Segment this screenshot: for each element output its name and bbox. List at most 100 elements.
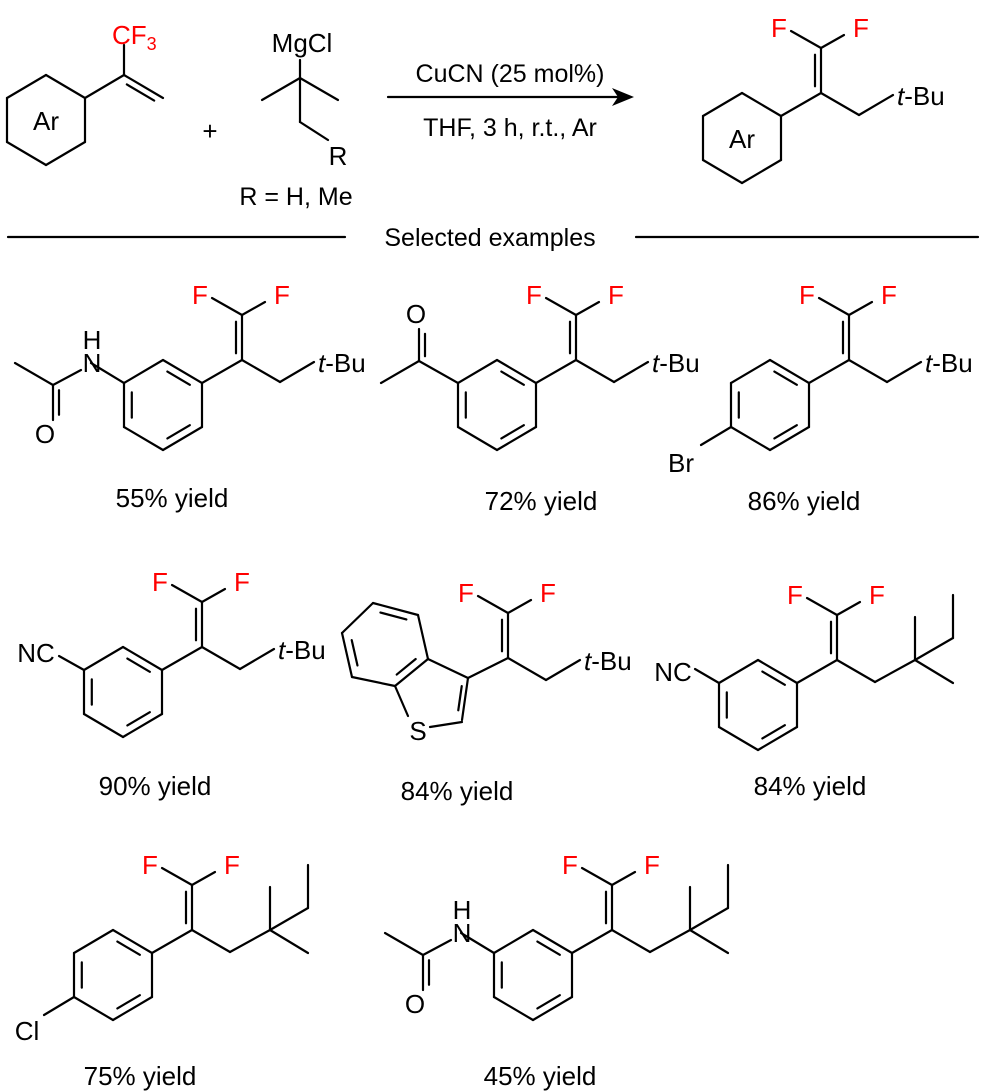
- yield-label: 45% yield: [484, 1061, 597, 1091]
- bond: [238, 647, 276, 671]
- arrow-head-icon: [612, 88, 634, 106]
- r-group-label: R: [329, 141, 348, 171]
- fluorine-label: F: [152, 567, 168, 597]
- ring-bond: [768, 425, 811, 452]
- fluorine-label: F: [458, 578, 474, 608]
- ring-bond: [495, 425, 538, 452]
- fluorine-label: F: [644, 850, 660, 880]
- ring-bond: [111, 995, 154, 1022]
- conditions-solvent: THF, 3 h, r.t., Ar: [423, 114, 597, 142]
- aromatic-inner-bond: [116, 994, 141, 1010]
- c-br-bond: [699, 425, 733, 447]
- aryl-alkene-bond: [150, 928, 194, 955]
- fluorine-label: F: [608, 280, 624, 310]
- c-f-bond: [544, 296, 578, 317]
- ch2-bond: [574, 358, 616, 384]
- c-f-bond: [200, 587, 227, 604]
- tbu-italic-t: t: [652, 348, 661, 378]
- ring-bond: [161, 358, 204, 385]
- tert-butyl-label: t-Bu: [925, 348, 973, 378]
- section-title: Selected examples: [384, 224, 595, 252]
- r-definition: R = H, Me: [239, 183, 352, 211]
- tbu-italic-t: t: [278, 635, 287, 665]
- nitrile-label: NC: [17, 638, 55, 668]
- methyl-bond: [260, 76, 302, 102]
- c-f-bond: [805, 596, 839, 617]
- ring-bond: [5, 140, 48, 167]
- ring-bond: [426, 657, 470, 680]
- c-f-bond: [574, 300, 601, 317]
- aryl-ring-label: Ar: [729, 124, 755, 154]
- yield-label: 86% yield: [748, 486, 861, 516]
- chlorine-label: Cl: [15, 1016, 40, 1046]
- ch2-bond: [200, 645, 242, 671]
- double-bond-line: [125, 83, 156, 102]
- aryl-alkene-bond: [570, 928, 614, 955]
- fluorine-label: F: [142, 850, 158, 880]
- ring-bond: [531, 928, 574, 955]
- bromine-label: Br: [668, 448, 694, 478]
- ethyl-bond: [688, 906, 730, 932]
- methyl-bond: [298, 76, 340, 102]
- aromatic-inner-bond: [761, 724, 786, 740]
- fluorine-label: F: [853, 13, 869, 43]
- bond: [83, 73, 126, 100]
- ring-bond: [756, 725, 799, 752]
- ring-bond: [161, 425, 204, 452]
- ch2-bond: [835, 658, 877, 684]
- aromatic-inner-bond: [126, 711, 151, 727]
- ring-bond: [456, 425, 499, 452]
- ch2-bond: [610, 928, 652, 954]
- fluorine-label: F: [799, 280, 815, 310]
- tbu-suffix: -Bu: [932, 348, 972, 378]
- yield-label: 75% yield: [84, 1061, 197, 1091]
- ethyl-bond: [268, 906, 310, 932]
- c-f-bond: [835, 600, 862, 617]
- c-n-bond: [89, 361, 126, 385]
- yield-label: 84% yield: [401, 776, 514, 806]
- ring-bond: [492, 995, 535, 1022]
- yield-label: 72% yield: [485, 486, 598, 516]
- mgcl-label: MgCl: [272, 28, 333, 58]
- aromatic-inner-bond: [536, 940, 561, 956]
- tbu-italic-t: t: [584, 646, 593, 676]
- fluorine-label: F: [526, 280, 542, 310]
- ring-bond: [121, 712, 164, 739]
- cf3-text: CF: [112, 20, 147, 50]
- ring-bond: [492, 928, 535, 955]
- tbu-suffix: -Bu: [325, 348, 365, 378]
- ethyl-bond: [913, 636, 955, 662]
- c-cl-bond: [42, 995, 76, 1017]
- bond: [873, 658, 917, 684]
- aromatic-inner-bond: [116, 940, 141, 956]
- c-f-bond: [190, 870, 217, 887]
- c-f-bond: [506, 598, 533, 615]
- aryl-alkene-bond: [466, 656, 510, 680]
- c-f-bond: [819, 33, 846, 50]
- fluorine-label: F: [274, 280, 290, 310]
- ring-bond: [44, 140, 87, 167]
- nitrile-label: NC: [654, 657, 692, 687]
- oxygen-label: O: [405, 989, 425, 1019]
- ring-bond: [72, 928, 115, 955]
- aryl-alkene-bond: [534, 358, 578, 385]
- bond: [298, 120, 330, 142]
- ring-bond: [740, 158, 783, 185]
- hydrogen-label: H: [453, 895, 472, 925]
- methyl-bond: [379, 359, 421, 385]
- bond: [122, 73, 165, 100]
- fluorine-label: F: [771, 13, 787, 43]
- methyl-bond: [13, 361, 55, 387]
- bond: [228, 928, 272, 954]
- tert-butyl-label: t-Bu: [278, 635, 326, 665]
- fluorine-label: F: [192, 280, 208, 310]
- tbu-suffix: -Bu: [285, 635, 325, 665]
- c-f-bond: [610, 870, 637, 887]
- tbu-suffix: -Bu: [591, 646, 631, 676]
- aromatic-inner-bond: [350, 639, 359, 667]
- fluorine-label: F: [234, 567, 250, 597]
